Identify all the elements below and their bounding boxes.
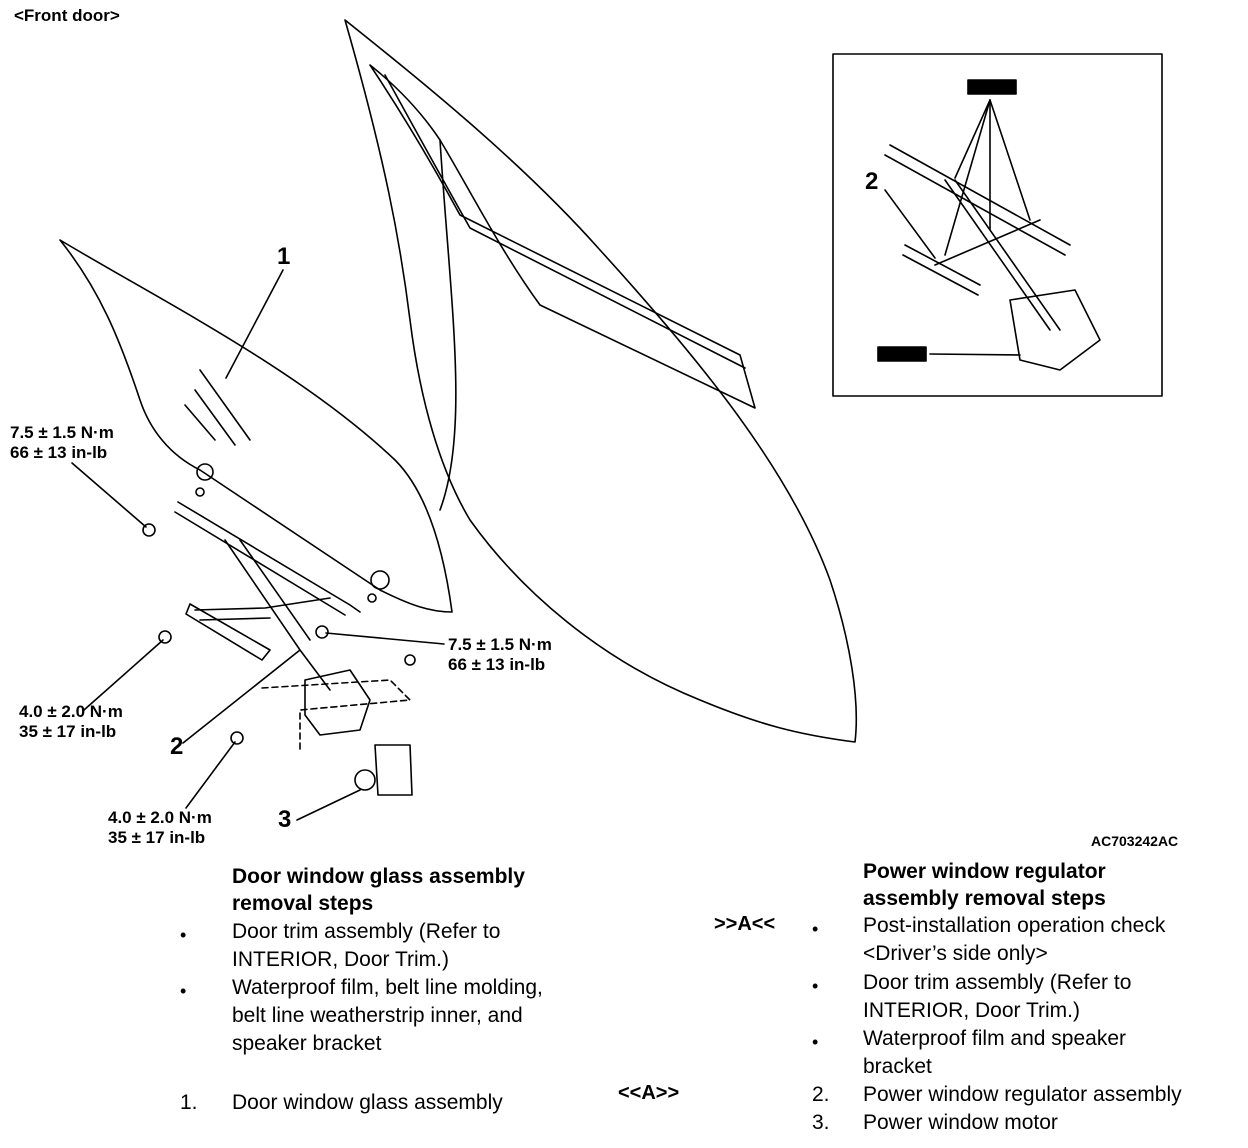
glass-step-item: Door window glass assembly xyxy=(232,1091,503,1114)
regulator-step-item: Post-installation operation check <Drive… xyxy=(863,914,1166,965)
bullet-marker: • xyxy=(180,981,187,1001)
step-number: 2. xyxy=(812,1083,830,1106)
glass-step-item: Waterproof film, belt line molding, belt… xyxy=(232,976,543,1055)
window-glass-outline xyxy=(59,239,453,613)
glass-step-item: Door trim assembly (Refer to INTERIOR, D… xyxy=(232,920,501,971)
regulator-steps-heading: Power window regulator assembly removal … xyxy=(863,860,1106,910)
torque-label: 4.0 ± 2.0 N·m 35 ± 17 in-lb xyxy=(19,702,123,741)
figure-code: AC703242AC xyxy=(1091,833,1179,849)
callout-glass: 1 xyxy=(277,243,291,270)
glass-steps-heading: Door window glass assembly removal steps xyxy=(232,865,525,915)
regulator-rail xyxy=(174,501,361,616)
torque-label: 7.5 ± 1.5 N·m 66 ± 13 in-lb xyxy=(10,423,114,462)
callout-regulator: 2 xyxy=(170,733,184,760)
torque-label: 7.5 ± 1.5 N·m 66 ± 13 in-lb xyxy=(448,635,552,674)
bullet-marker: • xyxy=(812,976,819,996)
bullet-marker: • xyxy=(180,925,187,945)
torque-label: 4.0 ± 2.0 N·m 35 ± 17 in-lb xyxy=(108,808,212,847)
bullet-marker: • xyxy=(812,919,819,939)
callout-inset-regulator: 2 xyxy=(865,168,879,195)
inset-frame xyxy=(832,53,1163,397)
door-panel-outline xyxy=(344,19,858,743)
callout-motor: 3 xyxy=(278,806,292,833)
service-ref-marker: <<A>> xyxy=(618,1082,680,1104)
step-number: 1. xyxy=(180,1091,198,1114)
section-title: <Front door> xyxy=(14,6,120,25)
regulator-step-item: Power window regulator assembly xyxy=(863,1083,1182,1106)
service-ref-marker: >>A<< xyxy=(714,913,776,935)
step-number: 3. xyxy=(812,1111,830,1134)
regulator-step-item: Waterproof film and speaker bracket xyxy=(863,1027,1127,1078)
regulator-step-item: Power window motor xyxy=(863,1111,1058,1134)
regulator-step-item: Door trim assembly (Refer to INTERIOR, D… xyxy=(863,971,1132,1022)
bullet-marker: • xyxy=(812,1032,819,1052)
door-window-frame xyxy=(369,64,756,409)
